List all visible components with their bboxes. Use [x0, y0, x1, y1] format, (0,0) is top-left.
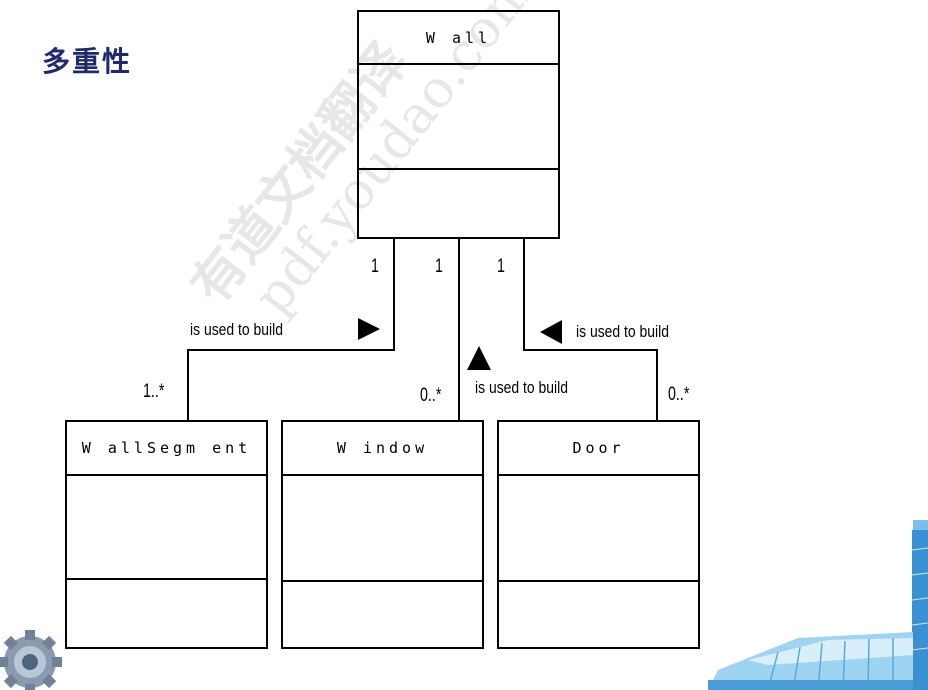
wallsegment-association-line: [187, 238, 395, 420]
window-part-multiplicity: 0..*: [420, 385, 442, 406]
class-door-name: Door: [499, 422, 698, 476]
gear-icon: [0, 630, 62, 690]
class-window-name: W indow: [283, 422, 482, 476]
class-wallsegment-attributes: [67, 476, 266, 580]
wallsegment-part-multiplicity: 1..*: [143, 381, 165, 402]
class-door-attributes: [499, 476, 698, 582]
wallsegment-wall-multiplicity: 1: [371, 256, 379, 277]
slide-title: 多重性: [42, 45, 133, 78]
window-direction-arrow: [467, 346, 491, 370]
window-association-label: is used to build: [475, 378, 568, 397]
class-wall: W all: [357, 10, 560, 239]
door-wall-multiplicity: 1: [497, 256, 505, 277]
door-association-line: [523, 238, 658, 420]
door-association-label: is used to build: [576, 322, 669, 341]
wallsegment-association-label: is used to build: [190, 320, 283, 339]
door-part-multiplicity: 0..*: [668, 384, 690, 405]
wallsegment-direction-arrow: [358, 318, 380, 340]
class-wall-attributes: [359, 65, 558, 170]
door-direction-arrow: [540, 320, 562, 344]
class-door: Door: [497, 420, 700, 649]
class-window-attributes: [283, 476, 482, 582]
class-window: W indow: [281, 420, 484, 649]
class-wall-name: W all: [359, 12, 558, 65]
class-wallsegment: W allSegm ent: [65, 420, 268, 649]
building-graphic: [708, 520, 928, 690]
window-wall-multiplicity: 1: [435, 256, 443, 277]
class-wallsegment-name: W allSegm ent: [67, 422, 266, 476]
